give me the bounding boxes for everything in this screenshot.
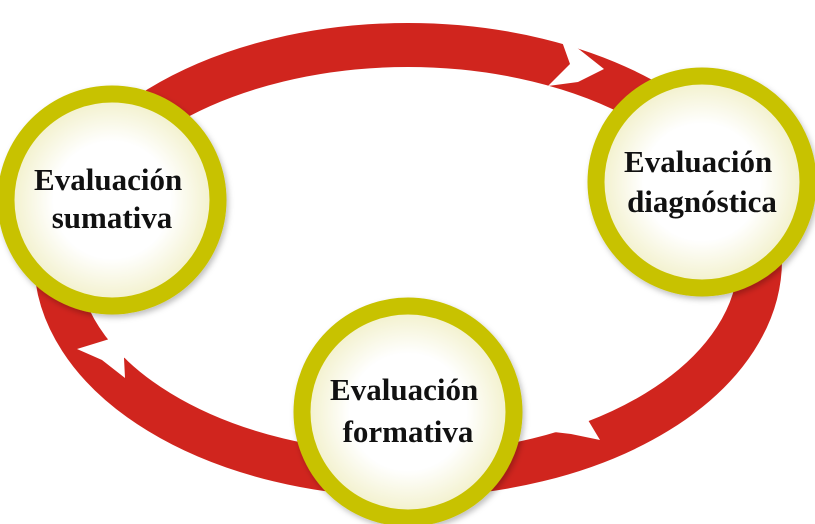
node-sumativa xyxy=(0,85,227,315)
node-formativa-label: Evaluación formativa xyxy=(330,372,486,449)
arrow-chevron-top-right-icon xyxy=(548,36,604,86)
node-formativa-line2: formativa xyxy=(343,414,474,449)
node-sumativa-ring xyxy=(0,85,227,315)
arrow-chevron-bottom-right-icon xyxy=(537,380,600,440)
cycle-arrow-markers xyxy=(77,36,604,440)
arrow-chevron-left-icon xyxy=(77,337,146,378)
node-formativa-ring xyxy=(293,297,523,524)
node-sumativa-label: Evaluación sumativa xyxy=(34,162,190,235)
node-sumativa-line2: sumativa xyxy=(52,200,173,235)
node-diagnostica-line2: diagnóstica xyxy=(627,184,777,219)
node-sumativa-line1: Evaluación xyxy=(34,162,182,197)
node-diagnostica-ring xyxy=(587,67,815,297)
node-formativa xyxy=(293,297,523,524)
node-formativa-line1: Evaluación xyxy=(330,372,478,407)
node-diagnostica xyxy=(587,67,815,297)
node-diagnostica-line1: Evaluación xyxy=(624,144,772,179)
node-diagnostica-label: Evaluación diagnóstica xyxy=(624,144,780,219)
